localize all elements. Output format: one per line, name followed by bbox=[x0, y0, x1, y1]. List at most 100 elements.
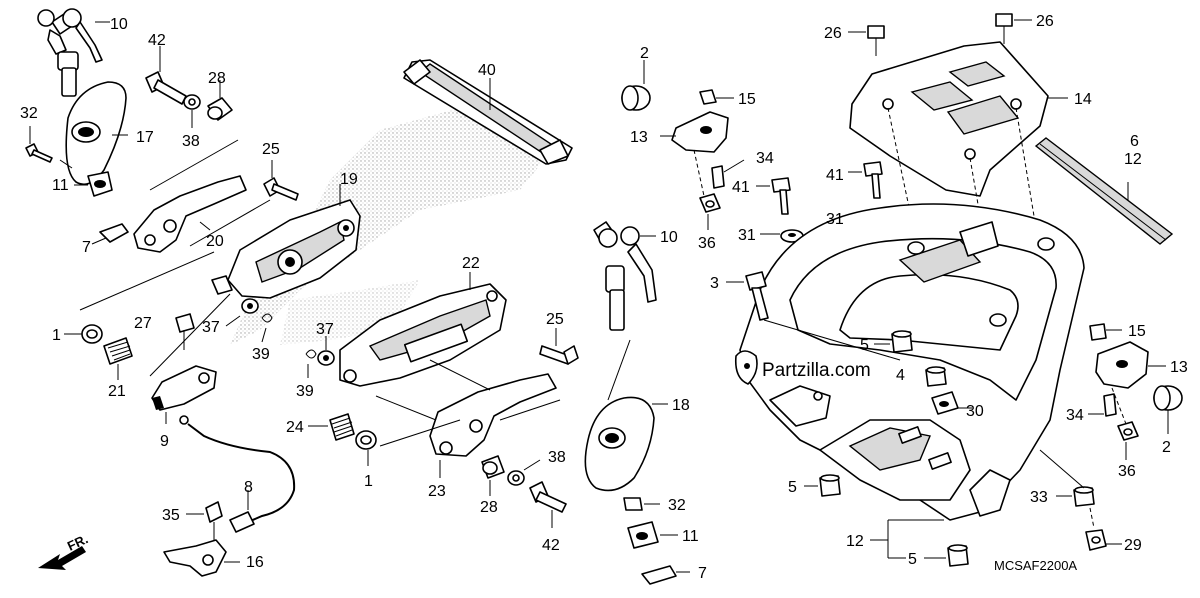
callout-4: 4 bbox=[896, 367, 905, 384]
screw-25-top bbox=[263, 160, 299, 201]
callout-11: 11 bbox=[52, 177, 69, 194]
callout-13-right: 13 bbox=[1170, 359, 1188, 376]
callout-13: 13 bbox=[630, 129, 648, 146]
callout-34-right: 34 bbox=[1066, 407, 1084, 424]
washer-37-top bbox=[211, 275, 259, 327]
callout-26-right: 26 bbox=[1036, 13, 1054, 30]
callout-21: 21 bbox=[108, 383, 126, 400]
cable-8 bbox=[179, 415, 296, 533]
callout-32: 32 bbox=[20, 105, 38, 122]
carrier-base bbox=[734, 203, 1085, 521]
callout-23: 23 bbox=[428, 483, 446, 500]
bracket-13-top bbox=[660, 111, 729, 153]
callout-10-mid: 10 bbox=[660, 229, 678, 246]
callout-2-right: 2 bbox=[1162, 439, 1171, 456]
callout-37-mid: 37 bbox=[316, 321, 334, 338]
nut-15-top bbox=[699, 89, 734, 105]
key-set-middle bbox=[593, 221, 657, 331]
callout-38-mid: 38 bbox=[548, 449, 566, 466]
watermark-text: Partzilla.com bbox=[762, 360, 871, 381]
bushing-1-mid bbox=[355, 430, 377, 466]
callout-18: 18 bbox=[672, 397, 690, 414]
washer-31-left bbox=[760, 229, 804, 243]
spring-24 bbox=[308, 413, 355, 441]
callout-31-left: 31 bbox=[738, 227, 756, 244]
screw-34-right bbox=[1088, 393, 1117, 417]
lock-cover-17 bbox=[59, 81, 128, 186]
callout-22: 22 bbox=[462, 255, 480, 272]
callout-41-right: 41 bbox=[826, 167, 844, 184]
screw-25-mid bbox=[539, 328, 579, 365]
callout-41-left: 41 bbox=[732, 179, 750, 196]
latch-assembly-19 bbox=[227, 184, 361, 299]
grommet-5-bottom bbox=[924, 544, 969, 567]
grommet-5-lower bbox=[804, 474, 841, 497]
washer-37-mid bbox=[317, 336, 335, 366]
collar-28-mid bbox=[481, 455, 505, 496]
callout-42: 42 bbox=[148, 32, 166, 49]
screw-32-mid bbox=[623, 497, 660, 511]
clip-39-mid bbox=[305, 349, 317, 378]
callout-7-mid: 7 bbox=[698, 565, 707, 582]
lock-cover-18 bbox=[584, 339, 668, 492]
front-direction-arrow: FR. bbox=[38, 531, 90, 570]
callout-1: 1 bbox=[52, 327, 61, 344]
dash-line-13 bbox=[693, 149, 705, 197]
dash-line-14b bbox=[1015, 107, 1039, 241]
callout-25: 25 bbox=[262, 141, 280, 158]
cap-2-top bbox=[621, 60, 651, 111]
callout-33: 33 bbox=[1030, 489, 1048, 506]
callout-39-mid: 39 bbox=[296, 383, 314, 400]
callout-28-mid: 28 bbox=[480, 499, 498, 516]
callout-5-upper: 5 bbox=[860, 337, 869, 354]
nut-36-right bbox=[1117, 421, 1139, 460]
nut-36-top bbox=[699, 193, 721, 230]
latch-assembly-22 bbox=[339, 272, 507, 387]
bracket-16 bbox=[163, 539, 240, 577]
clip-7-mid bbox=[641, 565, 690, 585]
callout-5-lower: 5 bbox=[788, 479, 797, 496]
bushing-1-left bbox=[64, 324, 103, 344]
screw-27 bbox=[175, 313, 195, 350]
screw-26-left bbox=[848, 25, 885, 56]
diagram-code: MCSAF2200A bbox=[994, 558, 1077, 573]
trim-strip-6 bbox=[1034, 137, 1174, 245]
callout-38: 38 bbox=[182, 133, 200, 150]
callout-28: 28 bbox=[208, 70, 226, 87]
clip-11-mid bbox=[627, 521, 678, 549]
bracket-line-12 bbox=[870, 519, 944, 559]
screw-32-left bbox=[25, 126, 53, 163]
callout-37: 37 bbox=[202, 319, 220, 336]
callout-30: 30 bbox=[966, 403, 984, 420]
callout-14: 14 bbox=[1074, 91, 1092, 108]
callout-31-right: 31 bbox=[826, 211, 844, 228]
collar-28-top bbox=[207, 80, 233, 121]
spring-21 bbox=[103, 337, 133, 380]
callout-20: 20 bbox=[206, 233, 224, 250]
washer-38-top bbox=[183, 94, 201, 128]
direction-label: FR. bbox=[65, 531, 90, 553]
callout-1-mid: 1 bbox=[364, 473, 373, 490]
carrier-cover-14 bbox=[849, 41, 1068, 197]
callout-39: 39 bbox=[252, 346, 270, 363]
callout-11-mid: 11 bbox=[682, 528, 699, 545]
callout-5-bottom: 5 bbox=[908, 551, 917, 568]
callout-36-right: 36 bbox=[1118, 463, 1136, 480]
callout-9: 9 bbox=[160, 433, 169, 450]
clip-30 bbox=[931, 391, 972, 415]
leader-lines bbox=[79, 139, 561, 447]
clip-11-left bbox=[74, 171, 113, 197]
callout-24: 24 bbox=[286, 419, 304, 436]
screw-34-top bbox=[711, 159, 745, 189]
grommet-33 bbox=[1039, 449, 1095, 507]
callout-27: 27 bbox=[134, 315, 152, 332]
hinge-23 bbox=[429, 373, 557, 478]
callout-19: 19 bbox=[340, 171, 358, 188]
callout-15: 15 bbox=[738, 91, 756, 108]
callout-labels: 10 42 28 40 32 17 38 25 19 11 20 7 1 27 … bbox=[20, 13, 1188, 582]
callout-17: 17 bbox=[136, 129, 154, 146]
callout-12: 12 bbox=[1124, 151, 1142, 168]
release-lever-9 bbox=[151, 365, 217, 424]
callout-29: 29 bbox=[1124, 537, 1142, 554]
